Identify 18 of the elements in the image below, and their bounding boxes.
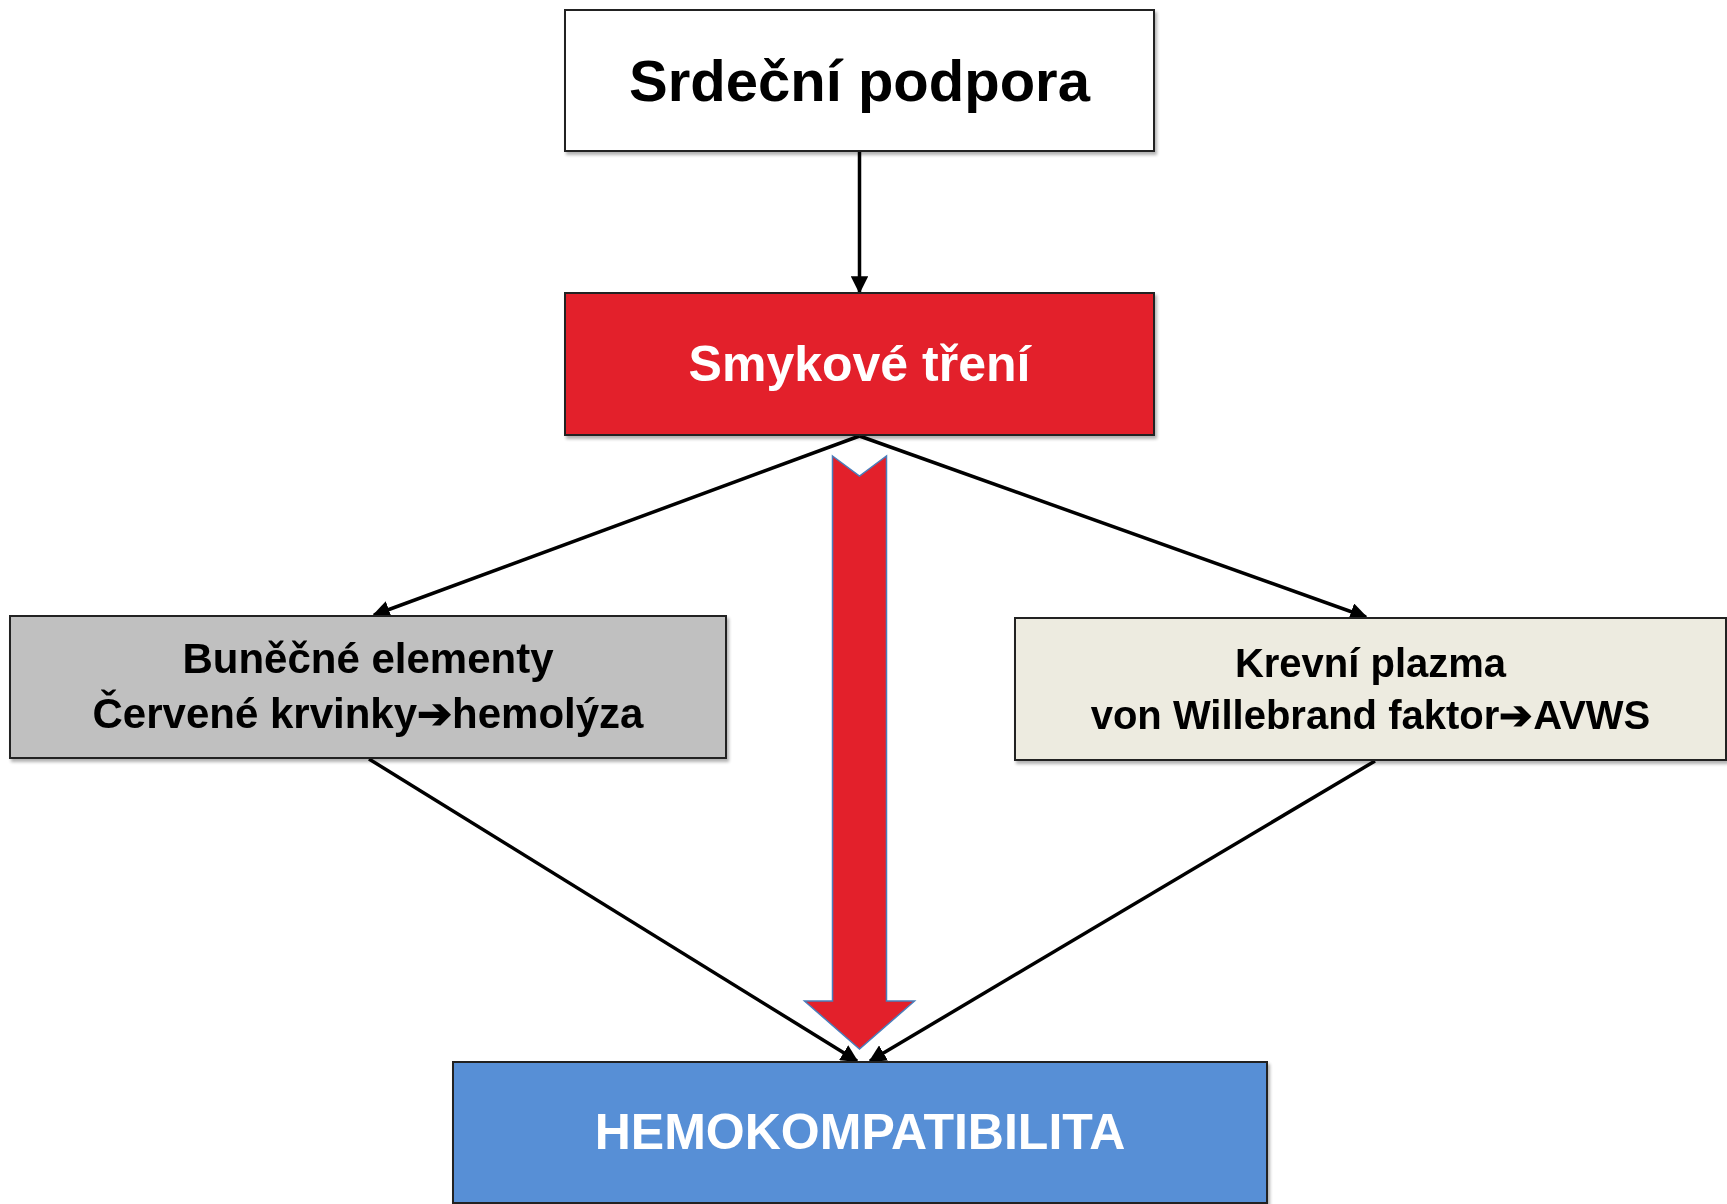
arrow xyxy=(368,757,859,1063)
arrow xyxy=(868,759,1376,1063)
outcome-box xyxy=(452,1061,1268,1204)
box-heading: Krevní plazma xyxy=(1234,640,1507,687)
block-arrow xyxy=(802,454,917,1050)
box-heading: Srdeční podpora xyxy=(629,46,1090,115)
process-box xyxy=(564,9,1155,152)
arrow xyxy=(850,152,869,294)
box-text: von Willebrand faktor➔AVWS xyxy=(1090,692,1651,739)
box-text: Červené krvinky➔hemolýza xyxy=(92,688,644,739)
process-box xyxy=(1014,617,1727,761)
box-heading: Smykové tření xyxy=(688,334,1031,394)
process-box xyxy=(564,292,1155,436)
box-heading: HEMOKOMPATIBILITA xyxy=(594,1103,1126,1162)
process-box xyxy=(9,615,727,759)
box-heading: Buněčné elementy xyxy=(182,634,554,685)
arrow xyxy=(372,434,861,618)
arrow xyxy=(858,434,1368,620)
